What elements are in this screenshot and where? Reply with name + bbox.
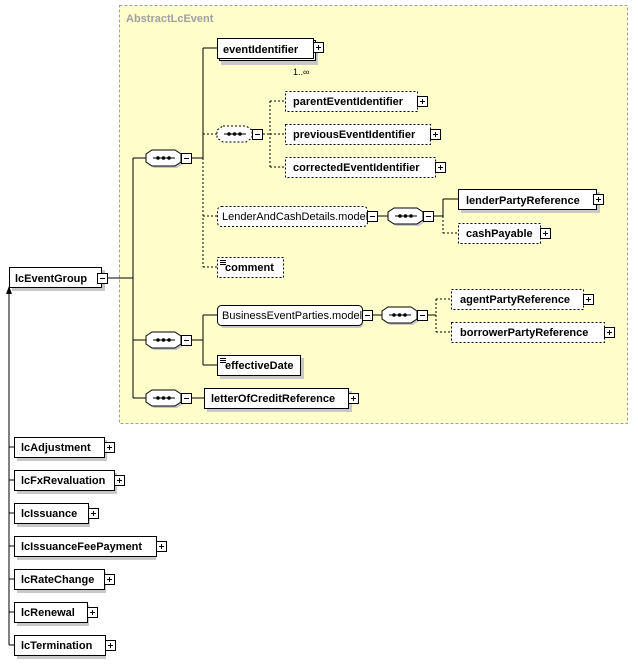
effective-date-label: effectiveDate bbox=[225, 360, 293, 372]
collapse-icon[interactable] bbox=[181, 153, 192, 164]
lender-sequence-compositor[interactable] bbox=[387, 207, 434, 226]
parent-event-identifier-label: parentEventIdentifier bbox=[293, 96, 404, 108]
corrected-event-identifier-label: correctedEventIdentifier bbox=[293, 162, 420, 174]
previous-event-identifier-label: previousEventIdentifier bbox=[293, 129, 416, 141]
agent-party-reference-label: agentPartyReference bbox=[460, 294, 570, 306]
root-label: lcEventGroup bbox=[15, 273, 87, 285]
group-title: AbstractLcEvent bbox=[126, 13, 214, 25]
derived-type-label: lcAdjustment bbox=[21, 442, 91, 454]
lender-and-cash-details-model-label: LenderAndCashDetails.model bbox=[222, 211, 368, 223]
expand-icon[interactable] bbox=[435, 162, 446, 173]
expand-icon[interactable] bbox=[156, 541, 167, 552]
letter-of-credit-reference-label: letterOfCreditReference bbox=[211, 393, 335, 405]
derived-type-lc-issuance-fee-payment[interactable]: lcIssuanceFeePayment bbox=[14, 536, 167, 561]
derived-type-lc-adjustment[interactable]: lcAdjustment bbox=[14, 437, 115, 462]
derived-type-label: lcRenewal bbox=[21, 607, 75, 619]
derived-type-lc-termination[interactable]: lcTermination bbox=[14, 635, 116, 660]
cash-payable-label: cashPayable bbox=[466, 228, 533, 240]
derived-type-lc-fx-revaluation[interactable]: lcFxRevaluation bbox=[14, 470, 125, 495]
parties-sequence-compositor[interactable] bbox=[381, 306, 428, 325]
borrower-party-reference-label: borrowerPartyReference bbox=[460, 327, 588, 339]
element-comment[interactable]: comment bbox=[217, 257, 284, 278]
derived-type-label: lcFxRevaluation bbox=[21, 475, 106, 487]
collapse-icon[interactable] bbox=[423, 211, 434, 222]
expand-icon[interactable] bbox=[540, 228, 551, 239]
expand-icon[interactable] bbox=[604, 327, 615, 338]
sequence-compositor-2[interactable] bbox=[145, 331, 192, 350]
derived-type-lc-renewal[interactable]: lcRenewal bbox=[14, 602, 98, 627]
expand-icon[interactable] bbox=[104, 574, 115, 585]
expand-icon[interactable] bbox=[87, 607, 98, 618]
collapse-icon[interactable] bbox=[417, 310, 428, 321]
derived-type-label: lcTermination bbox=[21, 640, 93, 652]
root-lc-event-group[interactable]: lcEventGroup bbox=[9, 267, 108, 292]
derived-type-label: lcRateChange bbox=[21, 574, 94, 586]
cardinality-label: 1..∞ bbox=[293, 67, 309, 77]
expand-icon[interactable] bbox=[114, 475, 125, 486]
lender-party-reference-label: lenderPartyReference bbox=[466, 195, 580, 207]
derived-type-label: lcIssuance bbox=[21, 508, 77, 520]
element-letter-of-credit-reference[interactable]: letterOfCreditReference bbox=[204, 388, 359, 413]
collapse-icon[interactable] bbox=[181, 335, 192, 346]
expand-icon[interactable] bbox=[593, 194, 604, 205]
sequence-compositor-1[interactable] bbox=[145, 149, 192, 168]
element-lender-party-reference[interactable]: lenderPartyReference bbox=[458, 189, 604, 214]
collapse-icon[interactable] bbox=[97, 273, 108, 284]
group-business-event-parties-model[interactable]: BusinessEventParties.model bbox=[217, 305, 373, 329]
expand-icon[interactable] bbox=[417, 96, 428, 107]
choice-compositor[interactable] bbox=[216, 125, 263, 143]
expand-icon[interactable] bbox=[313, 42, 324, 53]
collapse-icon[interactable] bbox=[181, 393, 192, 404]
element-effective-date[interactable]: effectiveDate bbox=[217, 355, 305, 380]
event-identifier-label: eventIdentifier bbox=[223, 44, 299, 56]
expand-icon[interactable] bbox=[430, 129, 441, 140]
collapse-icon[interactable] bbox=[362, 310, 373, 321]
expand-icon[interactable] bbox=[104, 442, 115, 453]
element-borrower-party-reference[interactable]: borrowerPartyReference bbox=[451, 322, 615, 343]
element-previous-event-identifier[interactable]: previousEventIdentifier bbox=[285, 124, 441, 145]
sequence-compositor-3[interactable] bbox=[145, 389, 192, 408]
collapse-icon[interactable] bbox=[367, 211, 378, 222]
comment-label: comment bbox=[225, 262, 274, 274]
group-lender-and-cash-details-model[interactable]: LenderAndCashDetails.model bbox=[217, 206, 378, 227]
element-parent-event-identifier[interactable]: parentEventIdentifier bbox=[285, 91, 428, 112]
derived-type-lc-issuance[interactable]: lcIssuance bbox=[14, 503, 99, 528]
expand-icon[interactable] bbox=[105, 640, 116, 651]
derived-type-label: lcIssuanceFeePayment bbox=[21, 541, 142, 553]
element-agent-party-reference[interactable]: agentPartyReference bbox=[451, 289, 594, 310]
expand-icon[interactable] bbox=[88, 508, 99, 519]
element-event-identifier[interactable]: eventIdentifier 1..∞ bbox=[217, 38, 324, 78]
derived-type-lc-rate-change[interactable]: lcRateChange bbox=[14, 569, 115, 594]
business-event-parties-model-label: BusinessEventParties.model bbox=[222, 310, 362, 322]
element-cash-payable[interactable]: cashPayable bbox=[458, 223, 551, 244]
expand-icon[interactable] bbox=[583, 294, 594, 305]
element-corrected-event-identifier[interactable]: correctedEventIdentifier bbox=[285, 157, 446, 178]
collapse-icon[interactable] bbox=[252, 129, 263, 140]
expand-icon[interactable] bbox=[348, 393, 359, 404]
